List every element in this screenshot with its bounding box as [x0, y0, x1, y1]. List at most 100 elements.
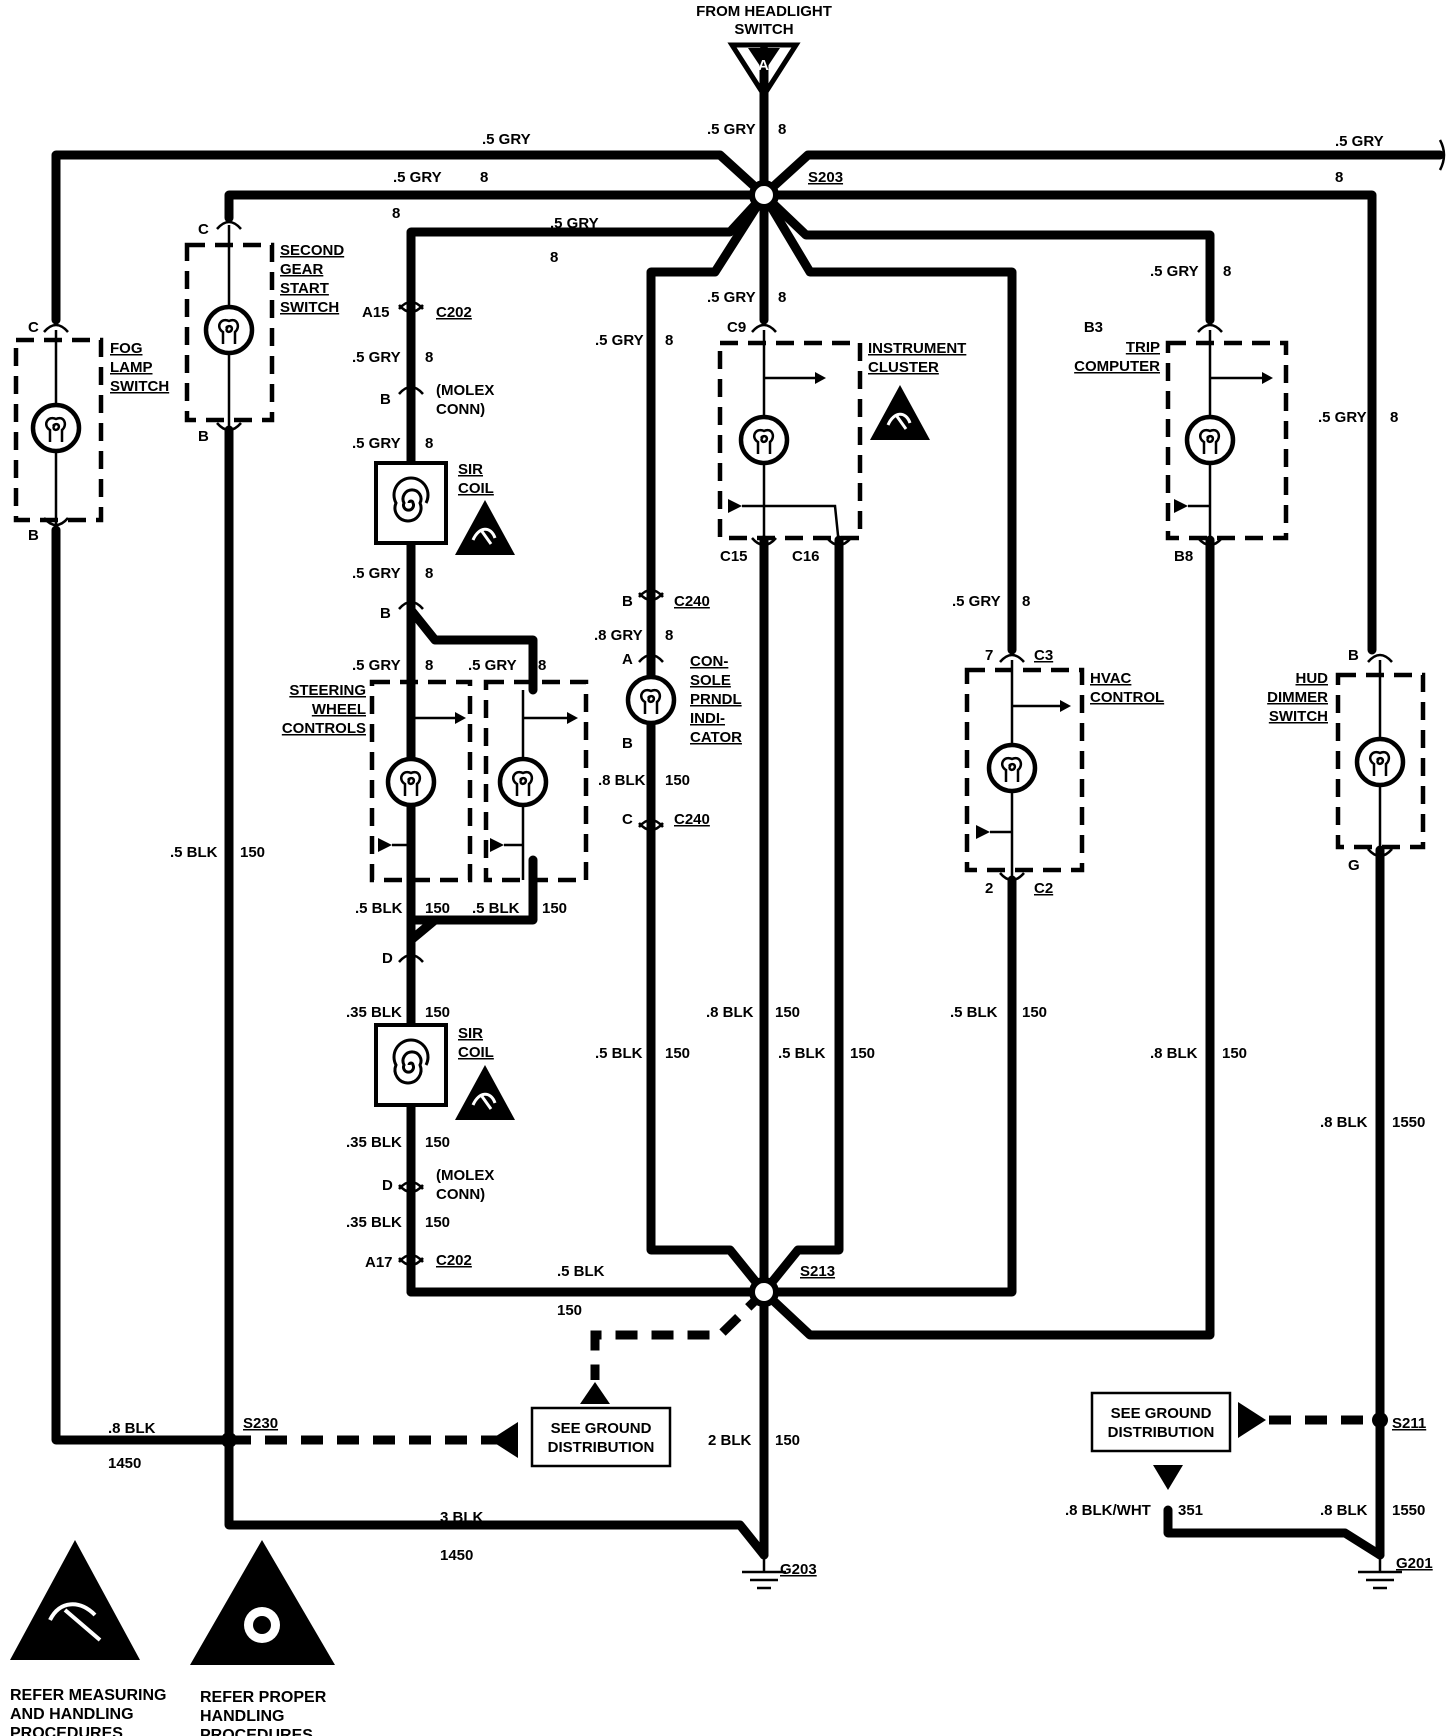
- label-components-molex-1: CONN): [436, 401, 485, 418]
- label-components-hud-1: DIMMER: [1267, 689, 1328, 706]
- ground-arrow-left: [490, 1422, 518, 1458]
- label-wire_labels-blk8: .8 BLK: [1320, 1114, 1368, 1131]
- label-components-steering-0: STEERING: [289, 682, 366, 699]
- esd-warning-icon: [10, 1540, 140, 1660]
- label-components-steering-2: CONTROLS: [282, 720, 366, 737]
- label-wire_labels-gry5: .5 GRY: [352, 657, 401, 674]
- label-components-molex-1: CONN): [436, 1186, 485, 1203]
- label-wire_labels-c150: 150: [557, 1302, 582, 1319]
- label-source-connector: A: [758, 57, 769, 74]
- label-notes-refer_proper-0: REFER PROPER: [200, 1689, 327, 1706]
- label-wire_labels-c8: 8: [392, 205, 400, 222]
- label-wire_labels-gry5: .5 GRY: [707, 121, 756, 138]
- label-wire_labels-blk5: .5 BLK: [355, 900, 403, 917]
- label-wire_labels-c1450: 1450: [440, 1547, 473, 1564]
- label-wire_labels-c150: 150: [425, 900, 450, 917]
- label-wire_labels-c8: 8: [1390, 409, 1398, 426]
- label-wire_labels-c1450: 1450: [108, 1455, 141, 1472]
- label-connectors-a: A: [622, 651, 633, 668]
- label-wire_labels-c150: 150: [775, 1004, 800, 1021]
- label-wire_labels-c8: 8: [425, 657, 433, 674]
- label-wire_labels-c351: 351: [1178, 1502, 1203, 1519]
- label-wire_labels-gry8: .8 GRY: [594, 627, 643, 644]
- label-wire_labels-blk5: .5 BLK: [472, 900, 520, 917]
- hud-dimmer-switch: [1335, 653, 1426, 858]
- label-wire_labels-c150: 150: [425, 1214, 450, 1231]
- label-connectors-b: B: [198, 428, 209, 445]
- label-components-second_gear-0: SECOND: [280, 242, 344, 259]
- label-components-instrument-1: CLUSTER: [868, 359, 939, 376]
- label-wire_labels-c8: 8: [550, 249, 558, 266]
- ground-arrow-right: [1238, 1402, 1266, 1438]
- label-wire_labels-c8: 8: [425, 565, 433, 582]
- label-wire_labels-gry5: .5 GRY: [352, 565, 401, 582]
- label-connectors-c: C: [28, 319, 39, 336]
- label-components-second_gear-1: GEAR: [280, 261, 324, 278]
- label-components-molex-0: (MOLEX: [436, 1167, 494, 1184]
- label-connectors-c9: C9: [727, 319, 746, 336]
- label-connectors-c240: C240: [674, 811, 710, 828]
- label-wire_labels-gry5: .5 GRY: [1318, 409, 1367, 426]
- label-wire_labels-blk8: .8 BLK: [1150, 1045, 1198, 1062]
- label-wire_labels-c8: 8: [538, 657, 546, 674]
- label-wire_labels-blk35: .35 BLK: [346, 1004, 402, 1021]
- second-gear-switch: [184, 220, 275, 432]
- steering-wheel-controls: [369, 679, 589, 883]
- see-ground-1a: SEE GROUND: [551, 1420, 652, 1437]
- label-wire_labels-c150: 150: [425, 1134, 450, 1151]
- label-components-hud-0: HUD: [1296, 670, 1329, 687]
- label-components-fog_lamp-0: FOG: [110, 340, 143, 357]
- label-wire_labels-c8: 8: [1335, 169, 1343, 186]
- label-components-console-3: INDI-: [690, 710, 725, 727]
- label-components-console-0: CON-: [690, 653, 728, 670]
- label-wire_labels-gry5: .5 GRY: [468, 657, 517, 674]
- label-wire_labels-c8: 8: [665, 332, 673, 349]
- label-connectors-two: 2: [985, 880, 993, 897]
- label-wire_labels-gry5: .5 GRY: [482, 131, 531, 148]
- label-wire_labels-gry5: .5 GRY: [707, 289, 756, 306]
- label-connectors-b: B: [28, 527, 39, 544]
- label-components-trip-1: COMPUTER: [1074, 358, 1160, 375]
- label-connectors-b: B: [380, 391, 391, 408]
- label-connectors-c16: C16: [792, 548, 820, 565]
- label-components-fog_lamp-2: SWITCH: [110, 378, 169, 395]
- label-wire_labels-blk5: .5 BLK: [950, 1004, 998, 1021]
- label-wire_labels-blk8: .8 BLK: [1320, 1502, 1368, 1519]
- label-connectors-c2: C2: [1034, 880, 1053, 897]
- label-splices-s230: S230: [243, 1415, 278, 1432]
- label-wire_labels-blk8: .8 BLK: [706, 1004, 754, 1021]
- label-wire_labels-gry5: .5 GRY: [1335, 133, 1384, 150]
- label-wire_labels-blk8: .8 BLK: [108, 1420, 156, 1437]
- label-wire_labels-gry5: .5 GRY: [550, 215, 599, 232]
- gray-feed-wires: [51, 45, 1445, 1560]
- label-components-sir_coil-1: COIL: [458, 480, 494, 497]
- label-components-trip-0: TRIP: [1126, 339, 1160, 356]
- label-connectors-b: B: [1348, 647, 1359, 664]
- see-ground-2a: SEE GROUND: [1111, 1405, 1212, 1422]
- label-components-molex-0: (MOLEX: [436, 382, 494, 399]
- see-ground-box-2: [1090, 1391, 1232, 1453]
- label-wire_labels-c150: 150: [1222, 1045, 1247, 1062]
- label-connectors-b: B: [622, 735, 633, 752]
- label-wire_labels-gry5: .5 GRY: [393, 169, 442, 186]
- label-connectors-b8: B8: [1174, 548, 1193, 565]
- label-wire_labels-c150: 150: [775, 1432, 800, 1449]
- sir-coil-lower: [374, 1023, 517, 1122]
- label-components-hvac-1: CONTROL: [1090, 689, 1164, 706]
- label-wire_labels-gry5: .5 GRY: [1150, 263, 1199, 280]
- label-components-console-2: PRNDL: [690, 691, 742, 708]
- label-connectors-seven: 7: [985, 647, 993, 664]
- label-wire_labels-c150: 150: [425, 1004, 450, 1021]
- label-connectors-b: B: [380, 605, 391, 622]
- label-wire_labels-blk3: 3 BLK: [440, 1509, 484, 1526]
- label-wire_labels-c1550: 1550: [1392, 1502, 1425, 1519]
- label-splices-s203: S203: [808, 169, 843, 186]
- label-wire_labels-c150: 150: [542, 900, 567, 917]
- label-connectors-c240: C240: [674, 593, 710, 610]
- label-notes-refer_proper-1: HANDLING: [200, 1708, 284, 1725]
- label-wire_labels-gry5: .5 GRY: [952, 593, 1001, 610]
- label-components-console-4: CATOR: [690, 729, 742, 746]
- label-connectors-d: D: [382, 1177, 393, 1194]
- label-splices-s213: S213: [800, 1263, 835, 1280]
